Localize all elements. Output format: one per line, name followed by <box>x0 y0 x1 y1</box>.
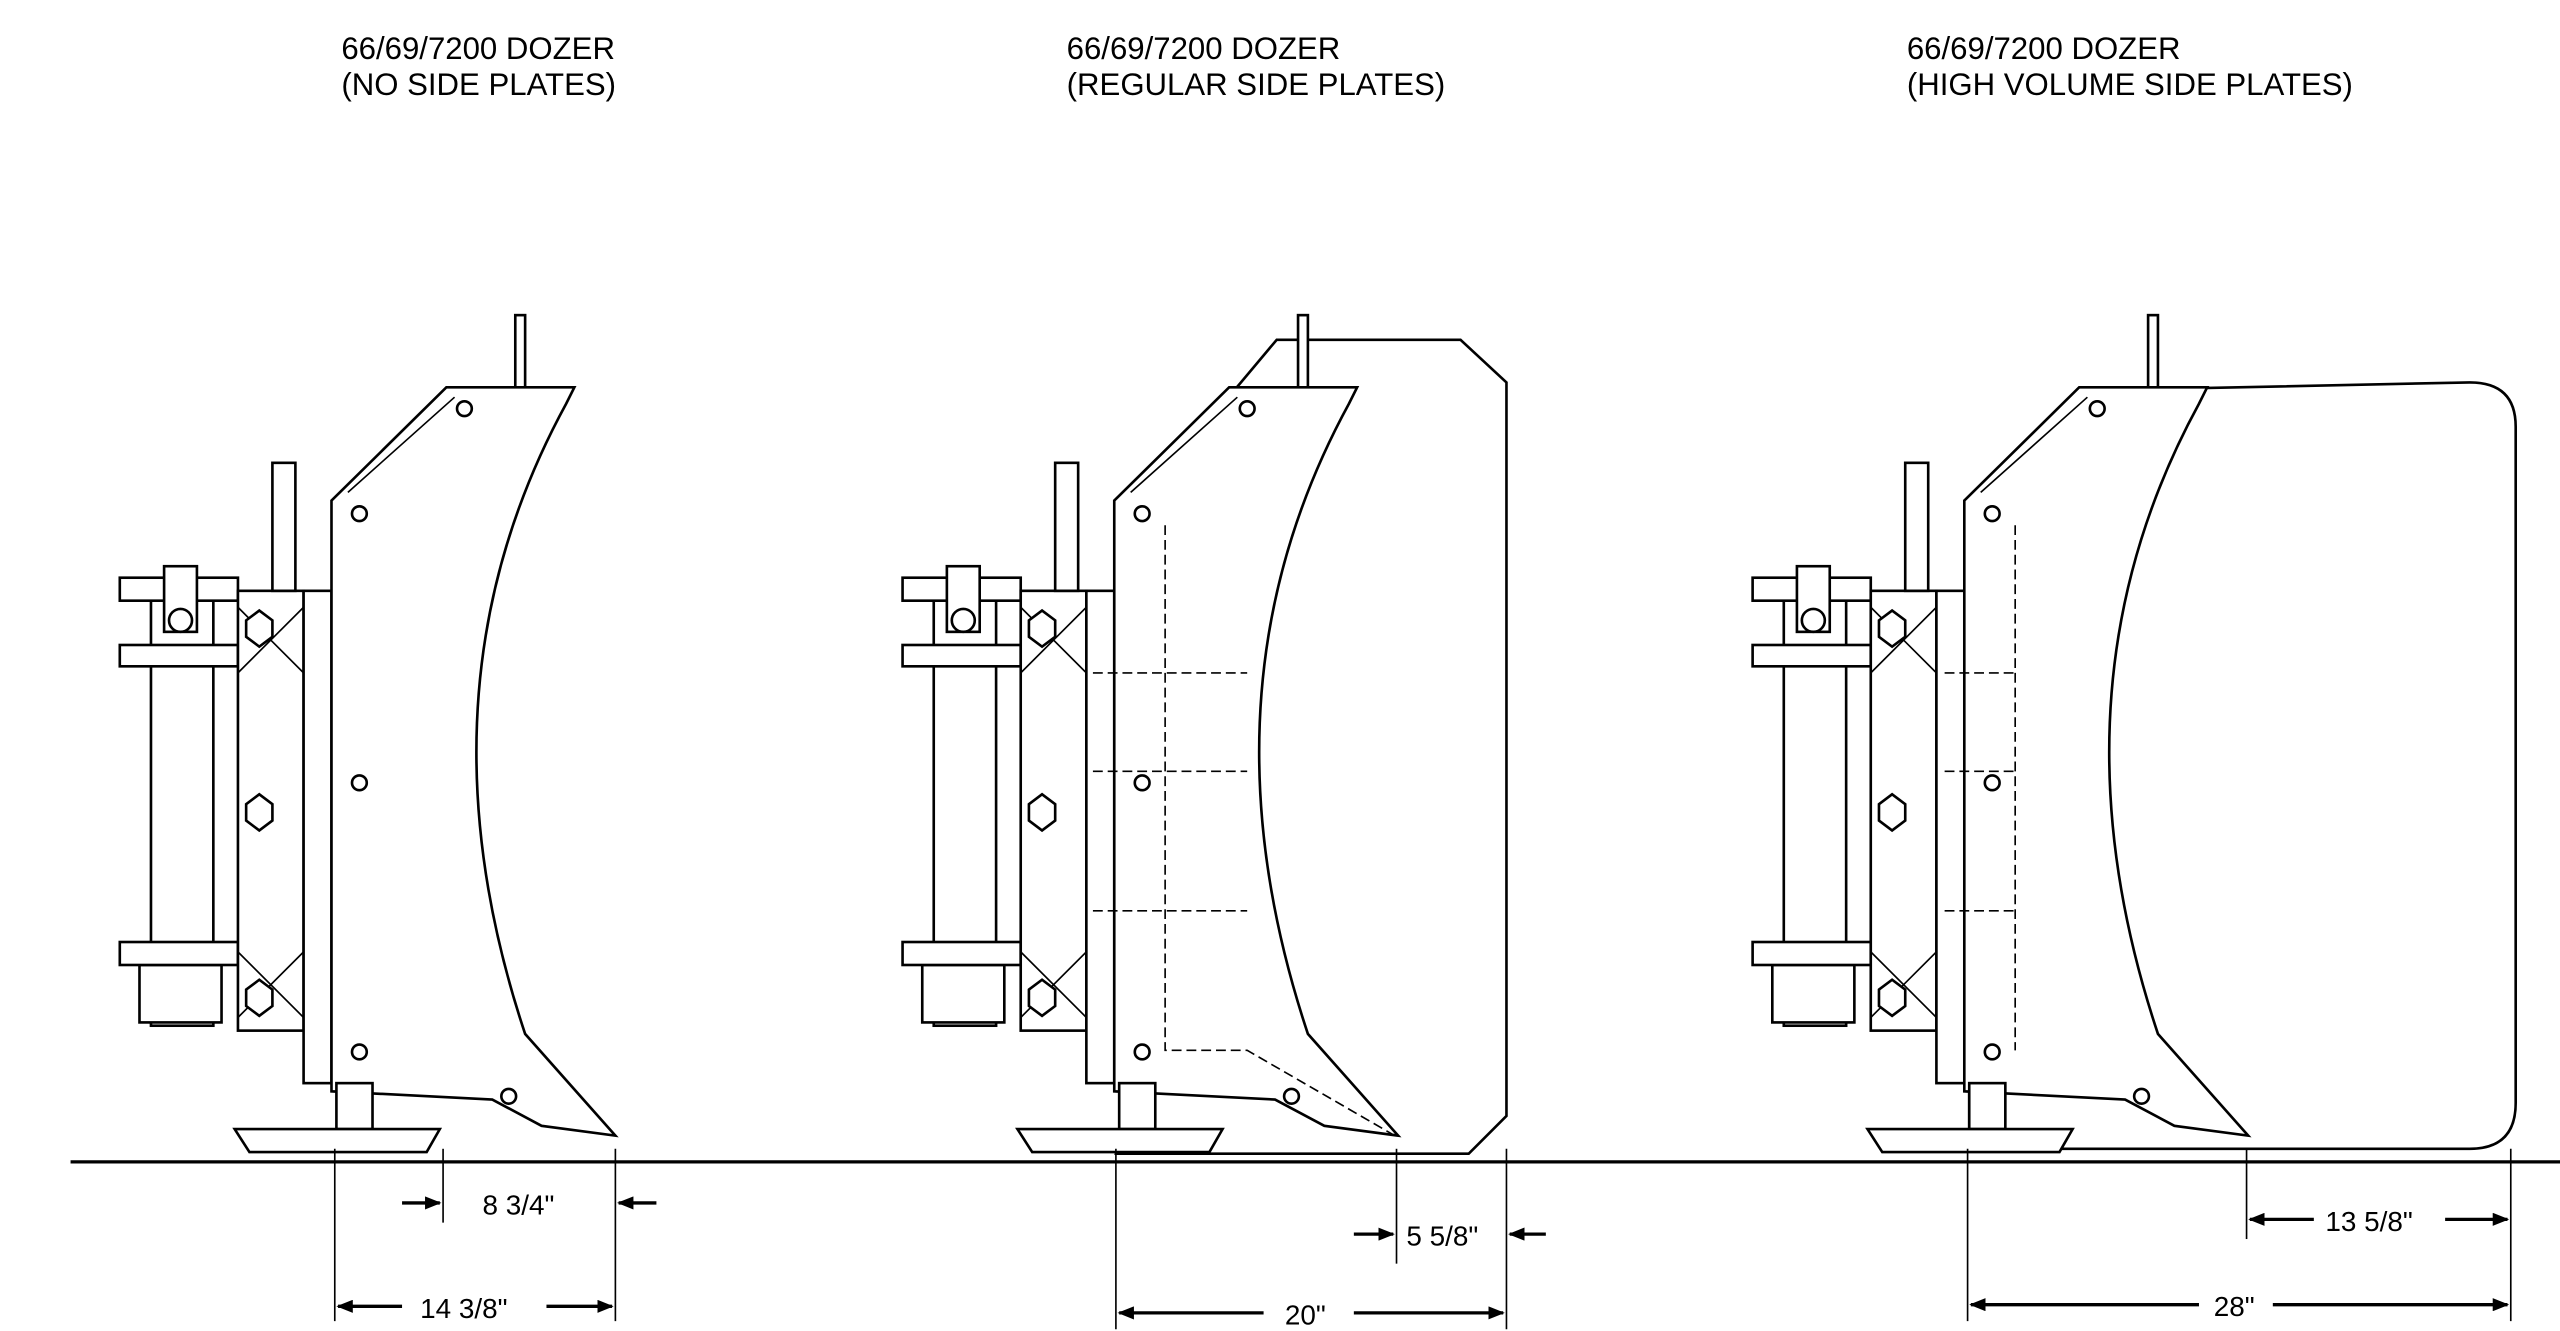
view-no-side-plates: 66/69/7200 DOZER (NO SIDE PLATES) 8 3/4"… <box>118 31 657 1324</box>
view-regular-side-plates: 66/69/7200 DOZER (REGULAR SIDE PLATES) 5… <box>901 31 1546 1330</box>
view-title: 66/69/7200 DOZER <box>1907 31 2181 66</box>
view-subtitle: (NO SIDE PLATES) <box>341 67 616 102</box>
dimension-lines <box>1966 1148 2512 1322</box>
dimension-label: 8 3/4" <box>482 1189 554 1220</box>
view-high-volume-side-plates: 66/69/7200 DOZER (HIGH VOLUME SIDE PLATE… <box>1751 31 2518 1322</box>
dozer-drawing <box>118 313 617 1154</box>
dimension-lines <box>1115 1148 1546 1330</box>
dimension-label: 5 5/8" <box>1406 1221 1478 1252</box>
dimension-label: 14 3/8" <box>420 1293 507 1324</box>
dimension-label: 28" <box>2214 1291 2255 1322</box>
dimension-label: 20" <box>1285 1299 1326 1330</box>
dimension-lines <box>333 1148 657 1322</box>
dimension-label: 13 5/8" <box>2325 1206 2412 1237</box>
view-subtitle: (HIGH VOLUME SIDE PLATES) <box>1907 67 2353 102</box>
view-title: 66/69/7200 DOZER <box>341 31 615 66</box>
view-subtitle: (REGULAR SIDE PLATES) <box>1067 67 1446 102</box>
view-title: 66/69/7200 DOZER <box>1067 31 1341 66</box>
